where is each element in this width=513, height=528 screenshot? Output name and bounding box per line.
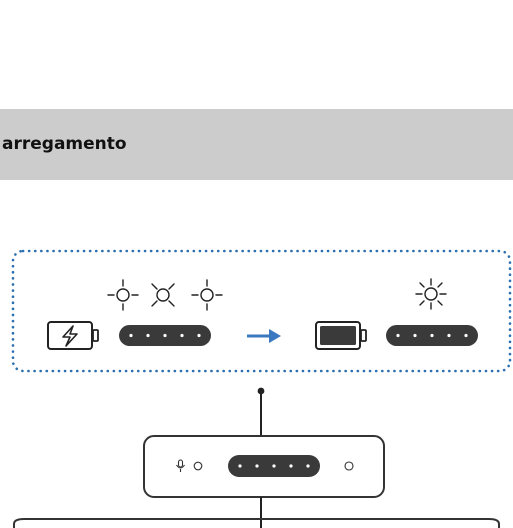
microphone-icon: [176, 459, 185, 472]
led-indicator-bar: [119, 325, 211, 346]
status-led-icon: [344, 461, 354, 471]
full-battery-icon: [315, 321, 367, 350]
charging-battery-icon: [47, 321, 99, 350]
section-header-band: [0, 109, 513, 180]
section-title: arregamento: [2, 134, 127, 154]
led-indicator-bar: [228, 455, 320, 477]
arrow-right-icon: [247, 329, 281, 343]
device-body-outline: [13, 518, 500, 528]
light-on-icon: [107, 279, 139, 311]
led-indicator-icon: [193, 461, 203, 471]
charging-states-frame: [11, 249, 512, 373]
led-indicator-bar: [386, 325, 478, 346]
light-off-icon: [151, 283, 175, 307]
light-on-icon: [415, 278, 447, 310]
light-on-icon: [191, 279, 223, 311]
callout-connector: [257, 387, 265, 436]
